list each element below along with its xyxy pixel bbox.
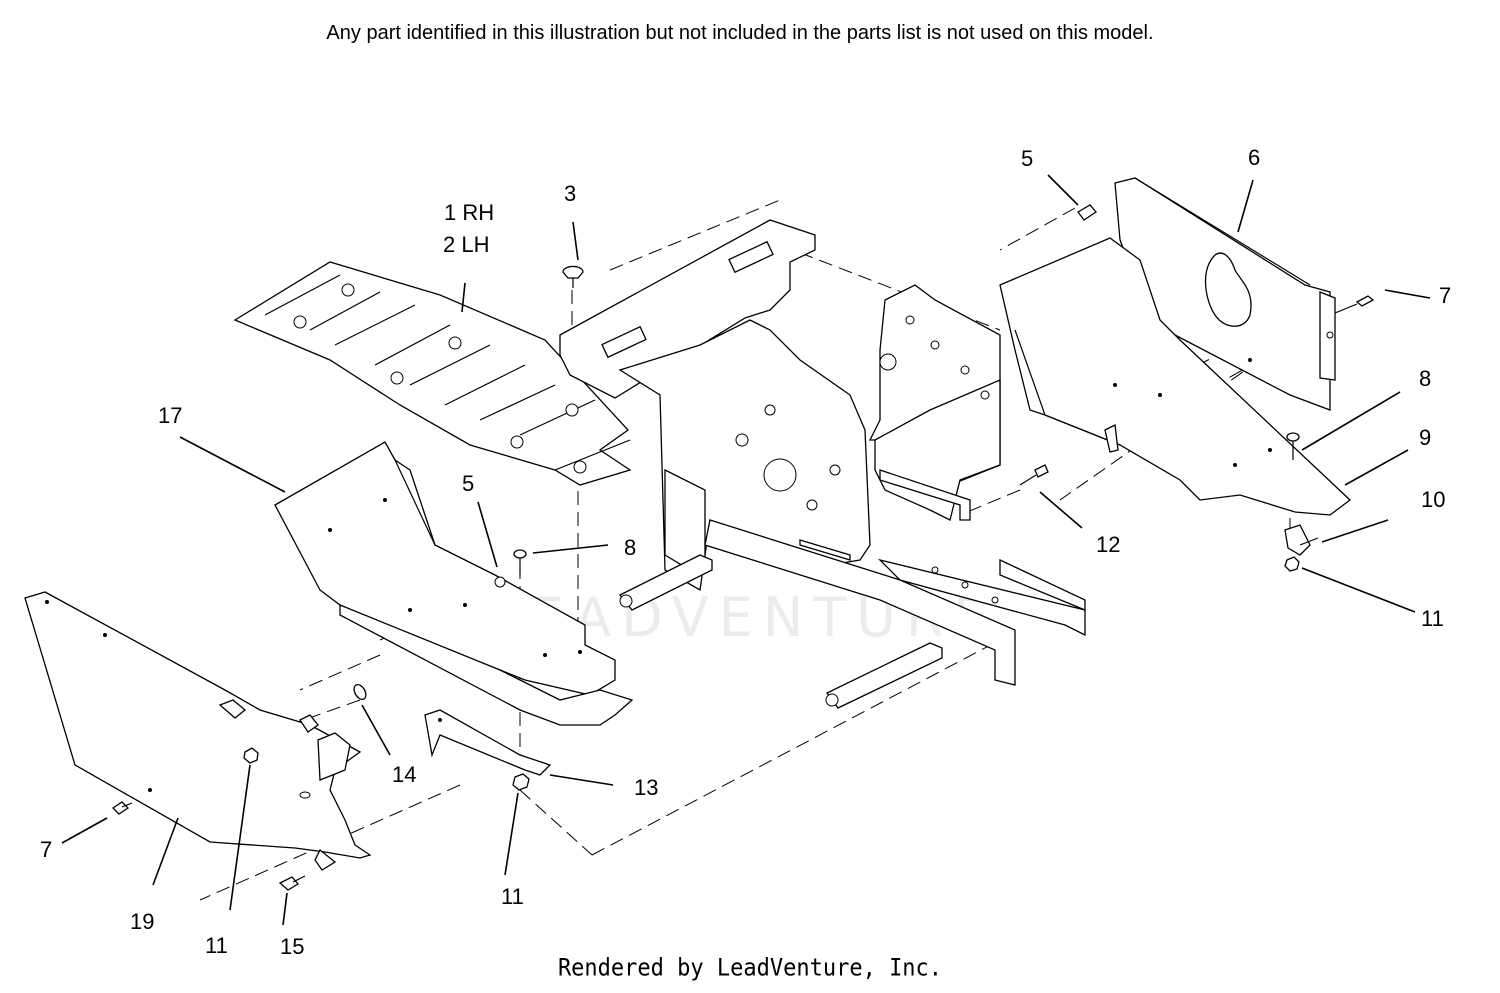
callout-10: 10 xyxy=(1421,487,1445,512)
callout-15: 15 xyxy=(280,934,304,959)
callout-19: 19 xyxy=(130,909,154,934)
callout-17: 17 xyxy=(158,403,182,428)
callout-13: 13 xyxy=(634,775,658,800)
side-panel-part-17 xyxy=(274,441,634,726)
callout-7-right: 7 xyxy=(1439,283,1451,308)
nut-part-11-center xyxy=(512,773,530,791)
illustration-note: Any part identified in this illustration… xyxy=(326,22,1154,44)
callout-3: 3 xyxy=(564,181,576,206)
callout-5-upper: 5 xyxy=(1021,146,1033,171)
callout-11-center: 11 xyxy=(501,884,524,909)
callout-1-rh: 1 RH xyxy=(444,200,494,225)
washer-part-14 xyxy=(353,683,367,701)
rear-panel-part-6 xyxy=(1114,177,1336,411)
bolt-part-15 xyxy=(278,875,306,891)
main-frame xyxy=(559,219,1086,709)
callout-numbers: 1 RH 2 LH 3 5 6 7 8 9 10 11 12 17 5 8 14… xyxy=(40,145,1451,959)
skirt-panel-part-19 xyxy=(24,591,372,871)
callout-14: 14 xyxy=(392,762,416,787)
callout-11-left: 11 xyxy=(205,933,228,958)
bolt-part-8-right xyxy=(1286,432,1300,460)
callout-2-lh: 2 LH xyxy=(443,232,489,257)
leader-lines xyxy=(61,174,1431,926)
callout-8-left: 8 xyxy=(624,535,636,560)
callout-8-right: 8 xyxy=(1419,366,1431,391)
bracket-part-13 xyxy=(424,709,552,776)
push-pin-part-3 xyxy=(562,265,584,288)
bolt-part-7-left xyxy=(111,801,133,815)
bolt-part-7-right xyxy=(1334,295,1375,314)
bolt-part-8-left xyxy=(513,549,527,575)
callout-12: 12 xyxy=(1096,532,1120,557)
callout-7-left: 7 xyxy=(40,837,52,862)
floor-panel-part-9 xyxy=(999,237,1352,516)
render-credit: Rendered by LeadVenture, Inc. xyxy=(557,954,943,983)
bolt-part-12 xyxy=(1019,464,1049,486)
nut-part-11-left xyxy=(243,747,259,764)
callout-6: 6 xyxy=(1248,145,1260,170)
callout-5-lower: 5 xyxy=(462,471,474,496)
callout-11-right: 11 xyxy=(1421,606,1444,631)
nut-part-11-right xyxy=(1284,556,1300,572)
clip-part-5-upper xyxy=(1077,204,1097,221)
bracket-part-10 xyxy=(1284,524,1319,556)
floor-mat-part-1-2 xyxy=(233,261,632,486)
callout-9: 9 xyxy=(1419,425,1431,450)
